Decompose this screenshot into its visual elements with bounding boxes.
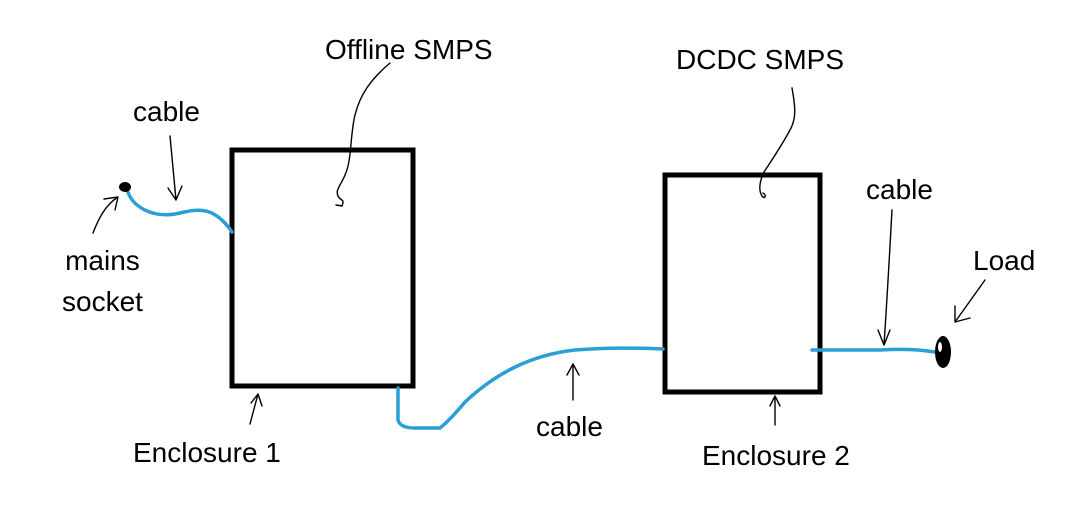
enclosure-2-box (662, 172, 823, 395)
load-device-highlight (938, 342, 942, 352)
mains-cable (126, 190, 234, 234)
load-device (935, 336, 951, 368)
cable-1-arrow (167, 135, 183, 201)
dcdc-smps-label: DCDC SMPS (676, 44, 845, 75)
enclosure-2-label: Enclosure 2 (702, 440, 850, 471)
cable-label-3: cable (866, 174, 933, 205)
offline-smps-leader (335, 62, 391, 207)
load-cable (810, 347, 937, 354)
cable-label-1: cable (133, 96, 200, 127)
mains-socket-plug (119, 182, 131, 192)
enclosure-1-arrow (249, 393, 263, 425)
cable-label-2: cable (536, 411, 603, 442)
enclosure-2-arrow (769, 395, 781, 426)
offline-smps-label: Offline SMPS (325, 34, 493, 65)
cable-2-arrow (566, 363, 580, 401)
mains-socket-arrow (92, 196, 119, 234)
load-label: Load (973, 245, 1036, 276)
enclosure-1-box (229, 147, 416, 389)
mains-label: mains (65, 245, 140, 276)
socket-label: socket (62, 286, 143, 317)
load-arrow (954, 279, 986, 323)
interconnect-cable (396, 346, 665, 430)
cable-3-arrow (877, 209, 893, 346)
dcdc-smps-leader (759, 87, 796, 199)
mains-socket-label: mains socket (62, 240, 143, 322)
enclosure-1-label: Enclosure 1 (133, 437, 281, 468)
